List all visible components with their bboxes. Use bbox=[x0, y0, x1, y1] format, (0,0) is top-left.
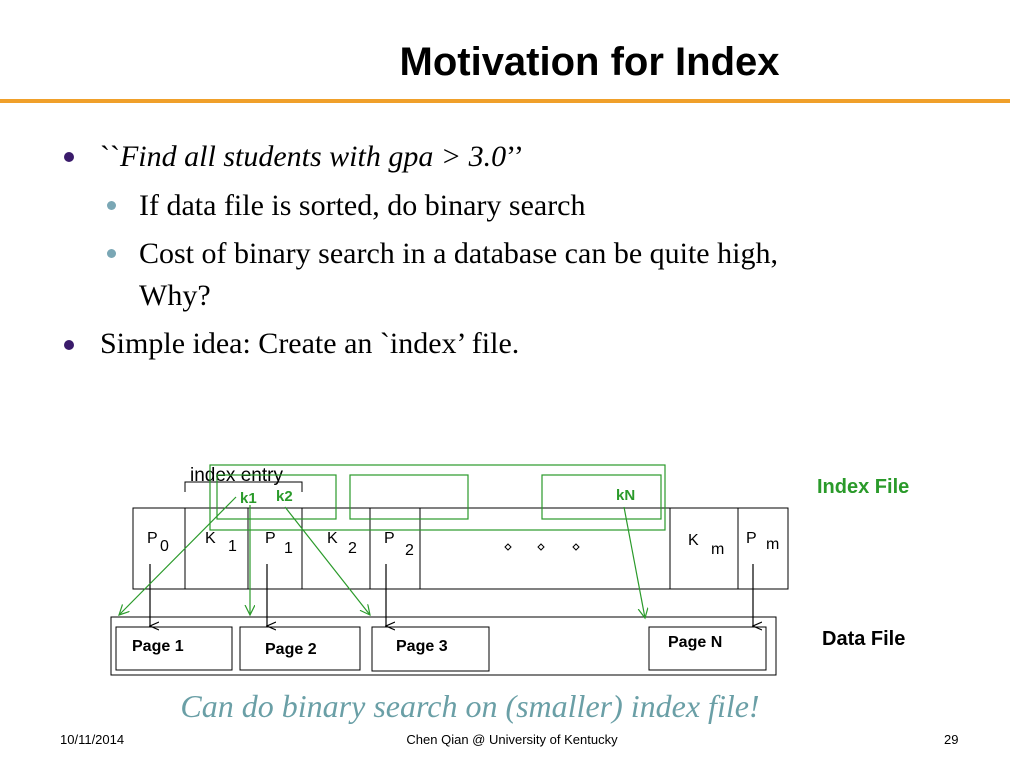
bullet-3: Cost of binary search in a database can … bbox=[139, 237, 778, 270]
index-file-label: Index File bbox=[817, 476, 909, 498]
data-file-container bbox=[110, 616, 777, 676]
key-kn: kN bbox=[616, 487, 635, 504]
bullet-dot bbox=[64, 152, 74, 162]
index-entry-bracket bbox=[184, 481, 303, 492]
cell-p1: P1 bbox=[265, 530, 293, 557]
page-n: Page N bbox=[668, 634, 722, 651]
bullet-1-close-quote: ’’ bbox=[506, 140, 524, 173]
bullet-3-cont: Why? bbox=[139, 279, 211, 312]
key-arrows bbox=[119, 496, 645, 618]
page-3: Page 3 bbox=[396, 638, 448, 655]
cell-km: Km bbox=[688, 532, 724, 558]
bullet-2: If data file is sorted, do binary search bbox=[139, 189, 586, 222]
key-k1: k1 bbox=[240, 490, 257, 507]
data-file-label: Data File bbox=[822, 628, 905, 650]
cell-k2: K2 bbox=[327, 530, 357, 557]
index-page-row bbox=[132, 507, 789, 590]
cell-p2: P2 bbox=[384, 530, 414, 559]
pointer-arrows bbox=[150, 564, 753, 626]
title-underline bbox=[0, 99, 1010, 103]
slide-caption: Can do binary search on (smaller) index … bbox=[180, 688, 760, 724]
bullet-1-text: Find all students with gpa > 3.0 bbox=[119, 140, 507, 173]
bullet-dot bbox=[64, 340, 74, 350]
bullet-1-open-quote: `` bbox=[100, 140, 120, 173]
data-pages bbox=[115, 626, 767, 672]
bullet-1: ``Find all students with gpa > 3.0’’ bbox=[100, 137, 524, 177]
footer-date: 10/11/2014 bbox=[60, 732, 125, 747]
key-k2: k2 bbox=[276, 488, 293, 505]
bullet-dot bbox=[107, 201, 116, 210]
index-file-boxes bbox=[209, 464, 666, 531]
slide-title: Motivation for Index bbox=[399, 40, 780, 84]
footer-page-number: 29 bbox=[944, 732, 959, 747]
bullet-4: Simple idea: Create an `index’ file. bbox=[100, 327, 520, 360]
bullet-dot bbox=[107, 249, 116, 258]
ellipsis-icon bbox=[504, 543, 580, 551]
footer-author: Chen Qian @ University of Kentucky bbox=[406, 732, 618, 747]
page-1: Page 1 bbox=[132, 638, 184, 655]
page-2: Page 2 bbox=[265, 641, 317, 658]
